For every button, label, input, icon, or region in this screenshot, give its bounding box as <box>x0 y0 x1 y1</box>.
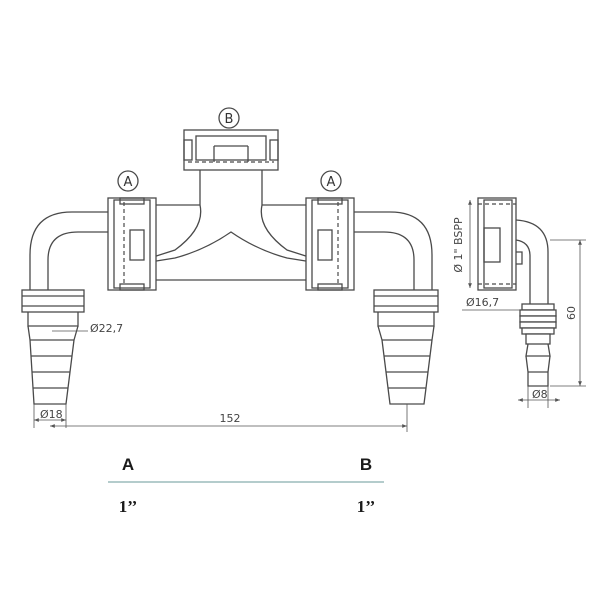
right-elbow <box>352 211 433 290</box>
port-label-top: B <box>225 112 234 127</box>
port-label-left: A <box>124 175 133 190</box>
spec-value-b: 1’’ <box>357 497 376 516</box>
spec-header-a: A <box>122 455 134 474</box>
front-view: B A A Ø22,7 Ø18 152 <box>21 107 439 432</box>
left-elbow <box>29 211 110 290</box>
outlet-diameter-label: Ø18 <box>40 408 63 421</box>
side-height-label: 60 <box>565 306 578 320</box>
inner-diameter-label: Ø22,7 <box>90 322 123 335</box>
center-body <box>150 204 312 281</box>
side-view: Ø 1" BSPP Ø16,7 60 Ø8 <box>452 197 586 408</box>
port-circle-right <box>320 170 342 192</box>
spec-value-a: 1’’ <box>119 497 138 516</box>
side-elbow <box>515 219 549 304</box>
thread-label: Ø 1" BSPP <box>452 217 465 273</box>
spec-header-b: B <box>360 455 372 474</box>
tip-diameter-label: Ø8 <box>532 388 548 401</box>
side-diameter-label: Ø16,7 <box>466 296 499 309</box>
port-circle-left <box>117 170 139 192</box>
right-nozzle <box>373 289 439 405</box>
right-coupling <box>305 197 355 291</box>
overall-width-label: 152 <box>220 412 241 425</box>
spec-table: A B 1’’ 1’’ <box>108 455 384 516</box>
left-coupling <box>107 197 157 291</box>
port-circle-top <box>218 107 240 129</box>
port-label-right: A <box>327 175 336 190</box>
left-nozzle <box>21 289 85 405</box>
top-coupling <box>183 129 279 171</box>
side-tip <box>519 303 557 387</box>
top-neck <box>149 170 313 263</box>
